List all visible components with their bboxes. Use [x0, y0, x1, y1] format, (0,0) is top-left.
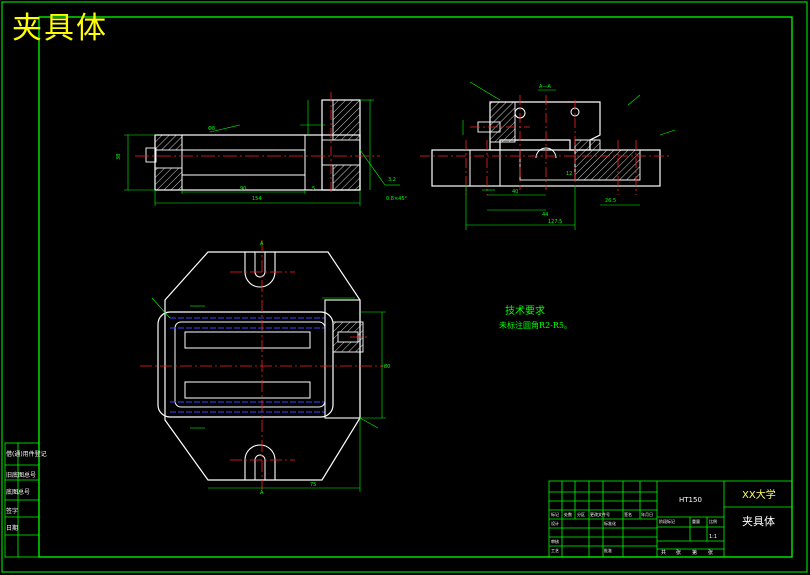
dim-side-w3: 26.5: [605, 198, 616, 204]
tech-req-heading: 技术要求: [505, 306, 545, 317]
side-view: A—A 44 127.5 26.5 40 12: [420, 81, 676, 230]
header-1: 处数: [564, 512, 572, 517]
tech-req-item: 未标注圆角R2-R5。: [499, 321, 572, 330]
side-section-label: A—A: [539, 84, 551, 90]
side-label-0: 借(通)用件登记: [6, 451, 47, 458]
school: XX大学: [742, 490, 776, 501]
sheet-label-3: 张: [708, 550, 714, 556]
drawing-title: 夹具体: [12, 11, 108, 46]
section-a-bottom: A: [260, 490, 264, 496]
dim-front-step: 5: [312, 186, 315, 192]
sheet-label-2: 第: [692, 550, 698, 556]
col-label-2: 比例: [709, 519, 717, 524]
section-a-top: A: [260, 241, 264, 247]
dim-front-chamfer: 0.8×45°: [386, 196, 408, 202]
side-table: [4, 442, 40, 558]
row-label-0: 设计: [551, 521, 559, 526]
side-label-2: 底图总号: [6, 489, 31, 496]
row-label-2: 审核: [551, 539, 559, 544]
header-5: 年月日: [641, 512, 653, 517]
dim-side-w2: 127.5: [548, 219, 562, 225]
dim-plan-height: 80: [384, 364, 390, 370]
dim-front-inner: 90: [240, 186, 246, 192]
part-name: 夹具体: [742, 515, 775, 528]
dim-front-height: 38: [116, 154, 122, 160]
sheet-label-0: 共: [661, 550, 667, 556]
side-label-3: 签字: [6, 508, 19, 515]
title-block: [548, 480, 793, 558]
dim-side-w4: 40: [512, 189, 518, 195]
front-view: 154 90 5 38 Φ8 3.2 0.8×45°: [116, 92, 408, 206]
row-label-3: 工艺: [551, 548, 559, 553]
dim-front-ra: 3.2: [388, 177, 396, 183]
col-label-0: 阶段标记: [659, 519, 675, 524]
sheet-label-1: 张: [676, 550, 682, 556]
dim-plan-width: 75: [310, 482, 316, 488]
side-label-4: 日期: [6, 525, 19, 532]
header-4: 签名: [624, 512, 632, 517]
col-label-1: 重量: [692, 519, 700, 524]
scale: 1:1: [709, 534, 718, 540]
side-label-1: 旧底图总号: [6, 472, 37, 479]
row-label-4: 批准: [604, 548, 612, 553]
dim-front-length: 154: [252, 196, 262, 202]
dim-front-dia: Φ8: [208, 126, 215, 132]
inner-border: [38, 16, 793, 558]
row-label-1: 标准化: [604, 521, 616, 526]
dim-side-h: 12: [566, 171, 572, 177]
dim-side-w1: 44: [542, 212, 548, 218]
material: HT150: [679, 496, 702, 504]
header-3: 更改文件号: [590, 512, 610, 517]
header-0: 标记: [551, 512, 559, 517]
header-2: 分区: [577, 512, 585, 517]
plan-view: 75 80 A A: [140, 240, 390, 496]
